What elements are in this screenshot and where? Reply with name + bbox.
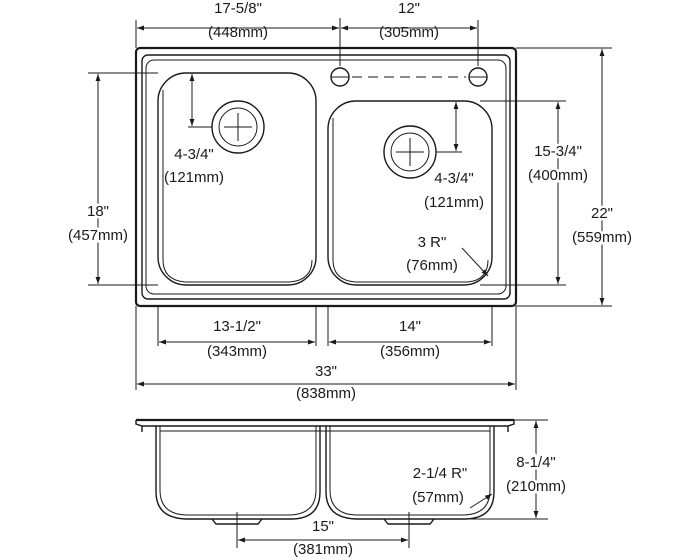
plan-view: 17-5/8" (448mm) 12" (305mm) 4-3/4" (121m…: [65, 0, 634, 405]
right-drain-inner: [390, 132, 430, 172]
label-overall-length-metric: (559mm): [572, 229, 632, 246]
label-right-bowl-width-metric: (356mm): [380, 343, 440, 360]
label-top-left-imperial: 17-5/8": [214, 0, 262, 17]
label-right-drain-metric: (121mm): [424, 194, 484, 211]
sink-outer-rim: [134, 46, 518, 308]
label-top-right-metric: (305mm): [379, 24, 439, 41]
label-right-bowl-length-metric: (400mm): [528, 167, 588, 184]
label-bottom-radius-imperial: 2-1/4 R": [413, 465, 468, 482]
label-corner-radius-imperial: 3 R": [418, 234, 447, 251]
label-left-bowl-length-metric: (457mm): [68, 227, 128, 244]
label-drain-spacing-imperial: 15": [312, 518, 334, 535]
corner-radius-leader: [461, 247, 489, 277]
label-bowl-depth-metric: (210mm): [506, 478, 566, 495]
label-left-bowl-width-imperial: 13-1/2": [213, 318, 261, 335]
label-bowl-depth-imperial: 8-1/4": [516, 454, 556, 471]
label-drain-spacing-metric: (381mm): [293, 541, 353, 558]
bottom-radius-leader: [469, 493, 493, 509]
label-overall-width-metric: (838mm): [296, 385, 356, 402]
label-top-left-metric: (448mm): [208, 24, 268, 41]
label-left-drain-imperial: 4-3/4": [174, 146, 214, 163]
left-bowl: [157, 72, 317, 286]
right-bowl: [327, 100, 493, 286]
label-corner-radius-metric: (76mm): [406, 257, 458, 274]
label-right-drain-imperial: 4-3/4": [434, 170, 474, 187]
label-left-bowl-width-metric: (343mm): [207, 343, 267, 360]
left-drain-inner: [218, 107, 258, 147]
left-bowl-inner-wall: [162, 90, 313, 283]
label-overall-width-imperial: 33": [315, 363, 337, 380]
label-right-bowl-width-imperial: 14": [399, 318, 421, 335]
label-overall-length-imperial: 22": [591, 205, 613, 222]
sink-deck-edge: [145, 59, 507, 295]
label-top-right-imperial: 12": [398, 0, 420, 17]
right-bowl-section: [325, 426, 495, 520]
label-left-drain-metric: (121mm): [164, 169, 224, 186]
section-view: 2-1/4 R" (57mm) 8-1/4" (210mm) 15" (381m…: [135, 418, 569, 560]
sink-inner-rim: [141, 54, 511, 300]
left-bowl-section: [155, 426, 321, 520]
label-bottom-radius-metric: (57mm): [412, 489, 464, 506]
label-right-bowl-length-imperial: 15-3/4": [534, 143, 582, 160]
label-left-bowl-length-imperial: 18": [87, 203, 109, 220]
